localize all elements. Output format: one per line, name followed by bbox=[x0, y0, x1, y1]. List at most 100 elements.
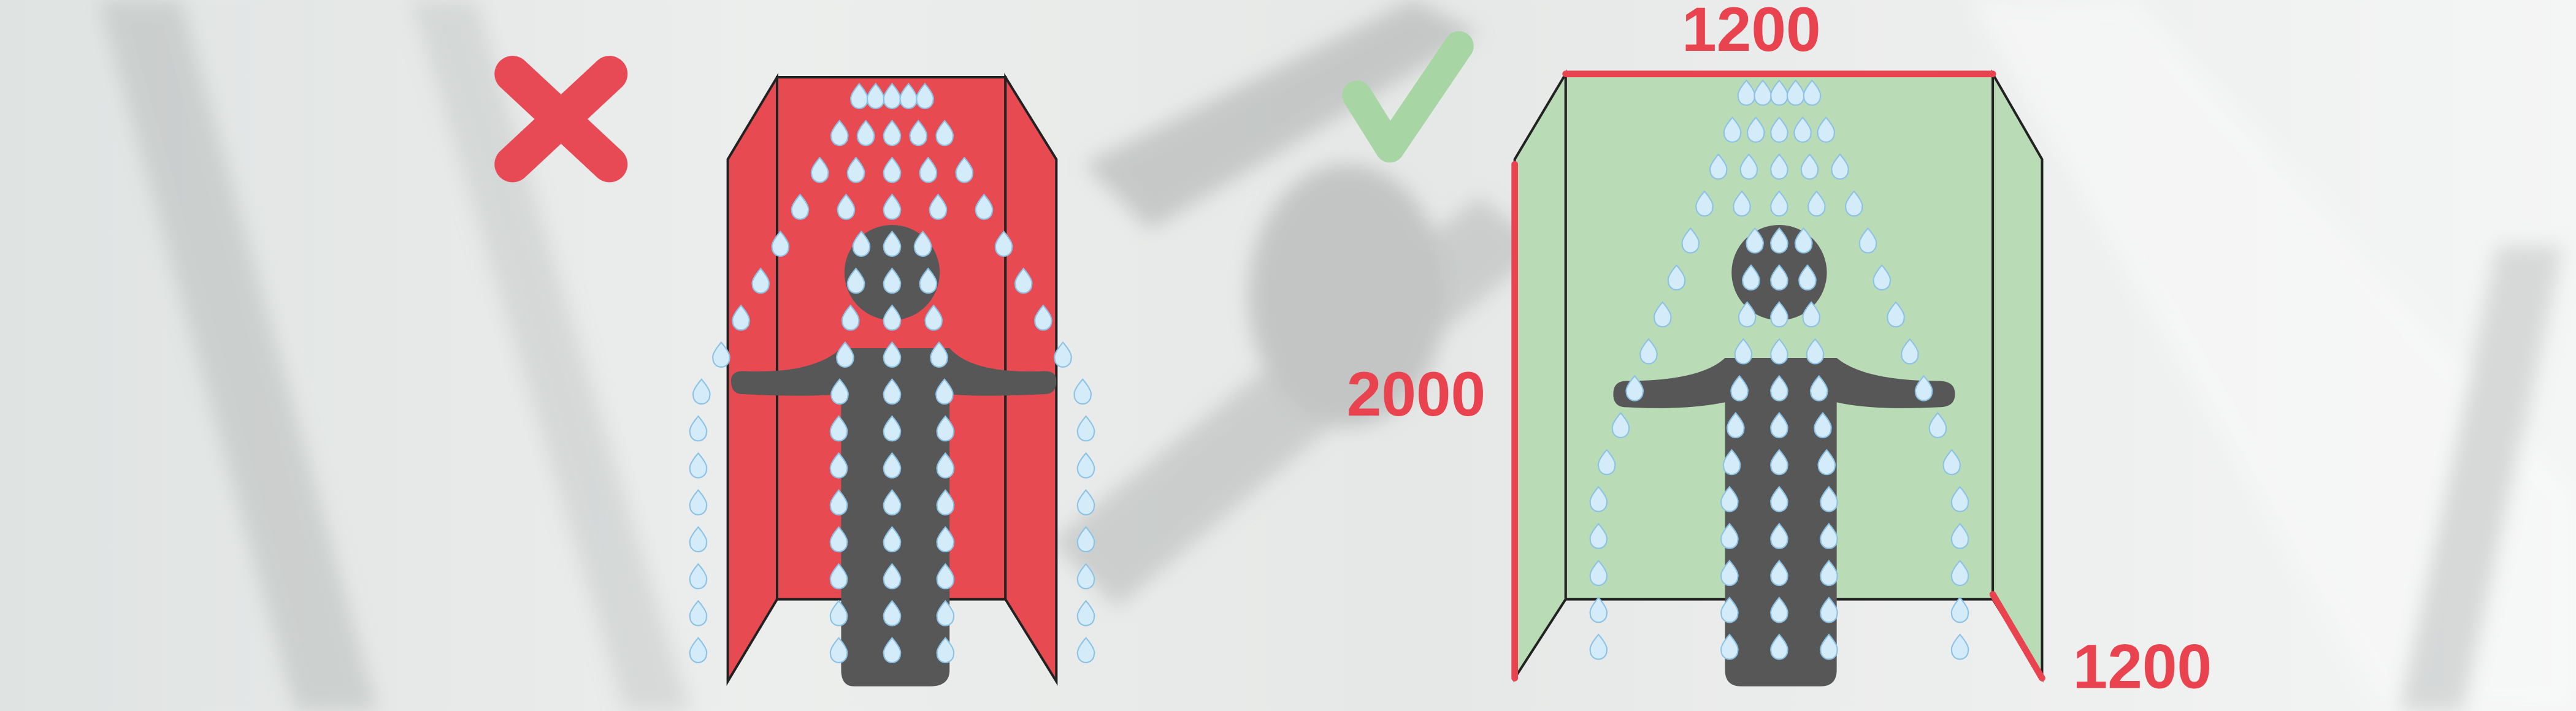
water-drop bbox=[771, 230, 790, 257]
water-drop bbox=[1831, 153, 1849, 180]
water-drop bbox=[1770, 375, 1788, 401]
water-drop bbox=[1820, 522, 1838, 549]
water-drop bbox=[1820, 633, 1838, 660]
water-drop bbox=[1770, 633, 1788, 660]
water-drop bbox=[1942, 449, 1961, 476]
right-side-panel bbox=[1991, 69, 2044, 683]
depth-dimension-label: 1200 bbox=[2073, 631, 2212, 701]
water-drop bbox=[1695, 190, 1714, 217]
water-drop bbox=[1794, 227, 1813, 254]
water-drop bbox=[829, 563, 848, 590]
water-droplets bbox=[689, 83, 1095, 663]
water-drop bbox=[936, 563, 955, 590]
water-drop bbox=[1667, 264, 1686, 291]
water-drop bbox=[883, 378, 902, 405]
wide-shower-enclosure bbox=[1513, 69, 2044, 683]
water-drop bbox=[751, 267, 770, 294]
water-droplets bbox=[1589, 79, 1969, 660]
water-drop bbox=[829, 415, 848, 442]
water-drop bbox=[1770, 485, 1788, 512]
water-drop bbox=[810, 156, 829, 183]
water-drop bbox=[1770, 227, 1788, 254]
water-drop bbox=[866, 83, 885, 109]
water-drop bbox=[1722, 449, 1741, 476]
water-drop bbox=[1720, 633, 1739, 660]
water-drop bbox=[1770, 264, 1788, 291]
height-dimension-label: 2000 bbox=[1347, 359, 1485, 429]
water-drop bbox=[930, 341, 948, 368]
water-drop bbox=[1950, 522, 1969, 549]
water-drop bbox=[1589, 633, 1608, 660]
water-drop bbox=[1770, 449, 1788, 476]
water-drop bbox=[883, 156, 902, 183]
water-drop bbox=[1873, 264, 1892, 291]
water-drop bbox=[919, 267, 938, 294]
cross-icon bbox=[494, 56, 628, 183]
water-drop bbox=[1950, 560, 1969, 587]
water-drop bbox=[883, 230, 902, 257]
water-drop bbox=[899, 83, 918, 109]
depth-line bbox=[1989, 591, 2045, 682]
water-drop bbox=[1720, 485, 1739, 512]
water-drop bbox=[689, 489, 708, 515]
water-drop bbox=[1034, 304, 1052, 331]
water-drop bbox=[936, 637, 955, 663]
water-drop bbox=[1820, 596, 1838, 623]
water-drop bbox=[1809, 375, 1828, 401]
water-drop bbox=[883, 637, 902, 663]
water-drop bbox=[1770, 190, 1788, 217]
water-drop bbox=[689, 415, 708, 442]
water-drop bbox=[1076, 415, 1095, 442]
water-drop bbox=[1817, 449, 1836, 476]
water-drop bbox=[1754, 79, 1772, 106]
water-drop bbox=[1786, 79, 1805, 106]
water-drop bbox=[1844, 190, 1863, 217]
water-drop bbox=[1076, 526, 1095, 553]
water-drop bbox=[916, 83, 934, 109]
water-drop bbox=[1723, 116, 1742, 143]
water-drop bbox=[883, 526, 902, 553]
water-drop bbox=[1770, 596, 1788, 623]
water-drop bbox=[883, 563, 902, 590]
water-drop bbox=[689, 637, 708, 663]
water-drop bbox=[1733, 190, 1751, 217]
water-drop bbox=[883, 489, 902, 515]
water-drop bbox=[1742, 264, 1760, 291]
water-drop bbox=[829, 452, 848, 479]
water-drop bbox=[1639, 338, 1658, 365]
water-drop bbox=[829, 489, 848, 515]
water-drop bbox=[1803, 79, 1822, 106]
water-drop bbox=[846, 156, 865, 183]
good-example: 1200 2000 1200 bbox=[1342, 0, 2212, 701]
water-drop bbox=[1901, 338, 1919, 365]
water-drop bbox=[829, 526, 848, 553]
water-drop bbox=[846, 267, 865, 294]
water-drop bbox=[689, 452, 708, 479]
water-drop bbox=[689, 526, 708, 553]
water-drop bbox=[1814, 412, 1832, 438]
water-drop bbox=[1625, 375, 1644, 401]
water-drop bbox=[1770, 522, 1788, 549]
water-drop bbox=[841, 304, 860, 331]
water-drop bbox=[935, 120, 954, 146]
water-drop bbox=[994, 230, 1013, 257]
water-drop bbox=[1806, 338, 1825, 365]
water-drop bbox=[1589, 560, 1608, 587]
water-drop bbox=[1073, 378, 1092, 405]
water-drop bbox=[850, 83, 868, 109]
water-drop bbox=[1076, 563, 1095, 590]
water-drop bbox=[712, 341, 730, 368]
water-drop bbox=[852, 230, 871, 257]
water-drop bbox=[924, 304, 943, 331]
dimension-lines bbox=[1511, 70, 2045, 682]
water-drop bbox=[1746, 116, 1765, 143]
water-drop bbox=[883, 415, 902, 442]
water-drop bbox=[836, 341, 854, 368]
water-drop bbox=[883, 267, 902, 294]
water-drop bbox=[919, 156, 938, 183]
water-drop bbox=[1734, 338, 1753, 365]
water-drop bbox=[1054, 341, 1072, 368]
water-drop bbox=[935, 378, 954, 405]
